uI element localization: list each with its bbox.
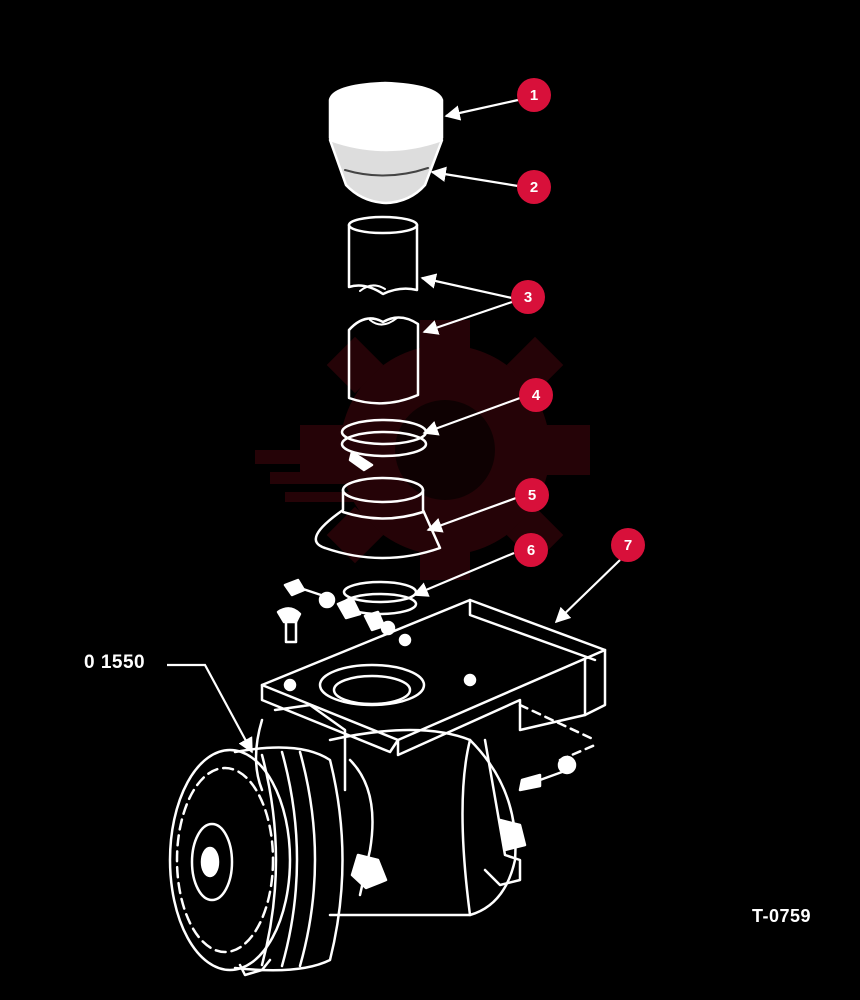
callout-6: 6 xyxy=(514,533,548,567)
part-3-upper-sleeve xyxy=(347,215,419,296)
compressor-body xyxy=(254,703,527,917)
figure-code-label: T-0759 xyxy=(752,906,812,926)
part-number-label: 0 1550 xyxy=(84,652,146,673)
bolts-and-nuts xyxy=(276,578,577,792)
compressor-clutch-pulley xyxy=(168,746,344,977)
part-2-cone xyxy=(328,138,444,205)
leader-arrows xyxy=(167,98,621,754)
callout-2: 2 xyxy=(517,170,551,204)
part-5-boot xyxy=(314,476,442,560)
callout-4: 4 xyxy=(519,378,553,412)
part-7-bracket xyxy=(260,598,607,762)
callout-7: 7 xyxy=(611,528,645,562)
callout-5: 5 xyxy=(515,478,549,512)
callout-1: 1 xyxy=(517,78,551,112)
callout-3: 3 xyxy=(511,280,545,314)
part-1-cap xyxy=(328,81,444,152)
part-3-lower-sleeve xyxy=(347,316,420,405)
